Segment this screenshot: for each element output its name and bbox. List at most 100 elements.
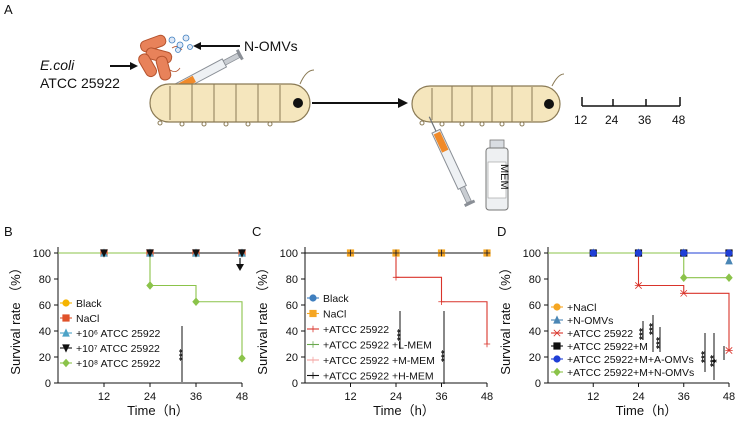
data-point xyxy=(680,249,688,257)
legend-marker xyxy=(553,342,561,350)
data-point xyxy=(725,249,733,257)
legend-label: +10⁷ ATCC 25922 xyxy=(76,343,160,355)
ecoli-label: E.coli xyxy=(40,57,75,73)
data-point xyxy=(392,249,400,257)
x-tick-label: 24 xyxy=(390,391,402,403)
y-tick-label: 100 xyxy=(523,248,541,260)
y-tick-label: 20 xyxy=(286,352,298,364)
data-point xyxy=(238,353,246,363)
larva-icon xyxy=(411,73,565,127)
legend-label: Black xyxy=(323,293,349,305)
significance-label: *** xyxy=(700,351,711,363)
y-tick-label: 20 xyxy=(529,352,541,364)
legend-label: +ATCC 25922+M+N-OMVs xyxy=(567,367,694,379)
drug-label: MEM xyxy=(498,164,510,190)
arrow-icon xyxy=(236,264,244,271)
significance-label: *** xyxy=(638,328,649,340)
x-axis-label: Time（h） xyxy=(616,403,678,418)
data-point xyxy=(483,340,491,348)
legend-marker xyxy=(62,358,70,368)
data-point xyxy=(192,297,200,307)
x-tick-label: 12 xyxy=(98,391,110,403)
series-line xyxy=(548,252,729,279)
significance-label: *** xyxy=(396,329,407,341)
data-point xyxy=(347,249,354,257)
panel-label-d: D xyxy=(497,224,506,239)
legend-marker xyxy=(309,341,317,348)
data-point xyxy=(438,249,445,257)
x-axis-label: Time（h） xyxy=(127,403,189,418)
legend-marker xyxy=(309,372,317,379)
legend-label: Black xyxy=(76,298,102,310)
y-tick-label: 60 xyxy=(286,300,298,312)
significance-label: *** xyxy=(178,349,189,361)
significance-label: *** xyxy=(648,323,659,335)
legend-marker xyxy=(553,355,561,363)
legend-label: +ATCC 25922 +H-MEM xyxy=(323,371,434,383)
data-point xyxy=(634,249,643,257)
timeline-tick-24: 24 xyxy=(605,113,619,127)
legend-label: +10⁶ ATCC 25922 xyxy=(76,328,161,340)
y-axis-label: Survival rate （%） xyxy=(498,261,513,374)
timeline-tick-48: 48 xyxy=(672,113,686,127)
data-point xyxy=(634,282,643,289)
y-tick-label: 80 xyxy=(529,274,541,286)
timeline-tick-36: 36 xyxy=(638,113,652,127)
y-tick-label: 80 xyxy=(286,274,298,286)
legend-label: +ATCC 25922 xyxy=(567,328,633,340)
x-tick-label: 48 xyxy=(481,391,493,403)
y-tick-label: 20 xyxy=(39,352,51,364)
data-point xyxy=(392,274,400,281)
vesicles-illustration xyxy=(168,34,193,53)
x-tick-label: 36 xyxy=(678,391,690,403)
legend-marker xyxy=(553,315,561,324)
data-point xyxy=(725,256,733,265)
y-tick-label: 100 xyxy=(280,248,298,260)
strain-label: ATCC 25922 xyxy=(40,75,120,91)
y-tick-label: 40 xyxy=(286,326,298,338)
significance-label: *** xyxy=(440,350,451,362)
x-tick-label: 48 xyxy=(236,391,248,403)
y-tick-label: 80 xyxy=(39,274,51,286)
larva-icon xyxy=(149,69,315,127)
data-point xyxy=(146,249,154,258)
legend-label: NaCl xyxy=(76,313,99,325)
data-point xyxy=(589,249,597,257)
data-point xyxy=(100,249,108,258)
legend-label: +ATCC 25922+M+A-OMVs xyxy=(567,354,694,366)
y-tick-label: 60 xyxy=(39,300,51,312)
legend-label: +ATCC 25922+M xyxy=(567,341,648,353)
y-tick-label: 60 xyxy=(529,300,541,312)
legend-marker xyxy=(553,329,561,337)
legend-marker xyxy=(553,303,561,311)
timeline-tick-12: 12 xyxy=(574,113,588,127)
legend-marker xyxy=(309,309,317,318)
data-point xyxy=(238,249,246,258)
y-tick-label: 40 xyxy=(39,326,51,338)
x-tick-label: 36 xyxy=(190,391,202,403)
legend-marker xyxy=(309,356,317,364)
legend-marker xyxy=(62,299,70,307)
y-tick-label: 100 xyxy=(33,248,51,260)
legend-label: +10⁸ ATCC 25922 xyxy=(76,358,161,370)
legend-marker xyxy=(309,325,317,333)
y-tick-label: 0 xyxy=(292,378,298,390)
panel-label-b: B xyxy=(4,224,13,239)
x-tick-label: 24 xyxy=(144,391,156,403)
x-tick-label: 48 xyxy=(723,391,735,403)
panel-a: A N-OMVs E.coli ATCC 25922 xyxy=(4,2,686,211)
data-point xyxy=(725,347,733,354)
x-tick-label: 12 xyxy=(587,391,599,403)
syringe-icon xyxy=(428,116,476,207)
significance-label: * xyxy=(712,359,723,363)
timeline: 12 24 36 48 xyxy=(574,97,686,127)
vial-icon xyxy=(485,139,509,211)
legend-marker xyxy=(62,328,70,337)
data-point xyxy=(146,281,154,290)
legend-label: NaCl xyxy=(323,309,346,321)
panel-label-c: C xyxy=(252,224,261,239)
data-point xyxy=(680,289,688,297)
